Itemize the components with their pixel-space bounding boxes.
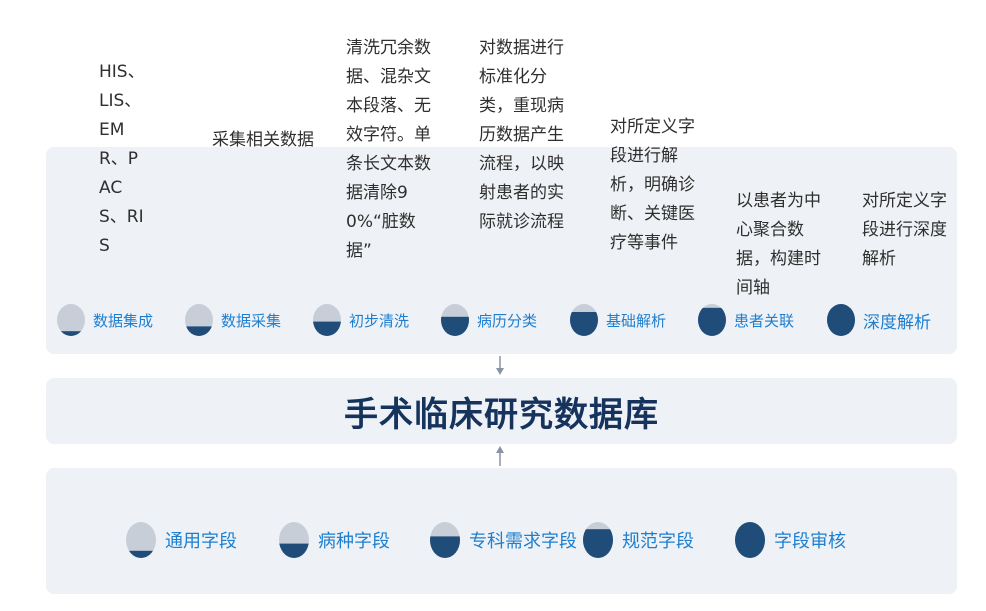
gauge-icon xyxy=(735,522,765,558)
field-specialty: 专科需求字段 xyxy=(429,521,577,559)
gauge-icon xyxy=(185,304,213,336)
gauge-icon xyxy=(313,304,341,336)
gauge-fill xyxy=(570,312,598,336)
gauge-fill xyxy=(430,536,460,558)
desc-deep-parsing: 对所定义字段进行深度解析 xyxy=(862,191,947,269)
stage-label: 病历分类 xyxy=(477,311,538,330)
stage-data-collection: 数据采集 xyxy=(184,303,281,337)
gauge-icon xyxy=(279,522,309,558)
field-disease: 病种字段 xyxy=(278,521,390,559)
stage-basic-parsing: 基础解析 xyxy=(569,303,666,337)
gauge-icon xyxy=(57,304,85,336)
stage-deep-parsing: 深度解析 xyxy=(826,303,931,337)
gauge-icon xyxy=(570,304,598,336)
stage-label: 数据集成 xyxy=(93,311,154,330)
gauge-fill xyxy=(735,522,765,558)
field-label: 字段审核 xyxy=(774,531,846,552)
gauge-fill xyxy=(441,316,469,336)
arrow-up-icon xyxy=(496,446,504,466)
stage-patient-linking: 患者关联 xyxy=(697,303,794,337)
stage-label: 患者关联 xyxy=(734,311,795,330)
desc-data-integration: HIS、LIS、EMR、PACS、RIS xyxy=(99,62,145,256)
gauge-fill xyxy=(827,304,855,336)
gauge-icon xyxy=(126,522,156,558)
database-panel xyxy=(46,378,957,444)
field-review: 字段审核 xyxy=(734,521,846,559)
gauge-icon xyxy=(827,304,855,336)
field-label: 专科需求字段 xyxy=(469,531,577,552)
desc-record-classification: 对数据进行标准化分类，重现病历数据产生流程，以映射患者的实际就诊流程 xyxy=(479,38,564,232)
stage-data-integration: 数据集成 xyxy=(56,303,153,337)
field-label: 规范字段 xyxy=(622,531,694,552)
stage-record-classification: 病历分类 xyxy=(440,303,537,337)
stage-label: 基础解析 xyxy=(606,311,667,330)
gauge-fill xyxy=(57,331,85,336)
gauge-icon xyxy=(583,522,613,558)
gauge-fill xyxy=(583,529,613,558)
gauge-fill xyxy=(185,326,213,336)
desc-initial-cleaning: 清洗冗余数据、混杂文本段落、无效字符。单条长文本数据清除90%“脏数据” xyxy=(346,38,431,261)
gauge-fill xyxy=(279,543,309,558)
gauge-fill xyxy=(698,307,726,336)
field-general: 通用字段 xyxy=(125,521,237,559)
database-title: 手术临床研究数据库 xyxy=(344,394,659,435)
gauge-fill xyxy=(126,550,156,558)
field-types-panel xyxy=(46,468,957,594)
field-label: 通用字段 xyxy=(165,531,237,552)
gauge-icon xyxy=(698,304,726,336)
gauge-icon xyxy=(430,522,460,558)
desc-patient-linking: 以患者为中心聚合数据，构建时间轴 xyxy=(736,191,821,298)
field-label: 病种字段 xyxy=(318,531,390,552)
arrow-down-icon xyxy=(496,356,504,375)
stage-initial-cleaning: 初步清洗 xyxy=(312,303,409,337)
gauge-fill xyxy=(313,321,341,336)
stage-label: 深度解析 xyxy=(863,312,931,333)
stage-label: 初步清洗 xyxy=(349,311,410,330)
gauge-icon xyxy=(441,304,469,336)
desc-basic-parsing: 对所定义字段进行解析，明确诊断、关键医疗等事件 xyxy=(610,117,695,253)
stage-label: 数据采集 xyxy=(221,311,282,330)
field-standard: 规范字段 xyxy=(582,521,694,559)
desc-data-collection: 采集相关数据 xyxy=(212,130,314,150)
